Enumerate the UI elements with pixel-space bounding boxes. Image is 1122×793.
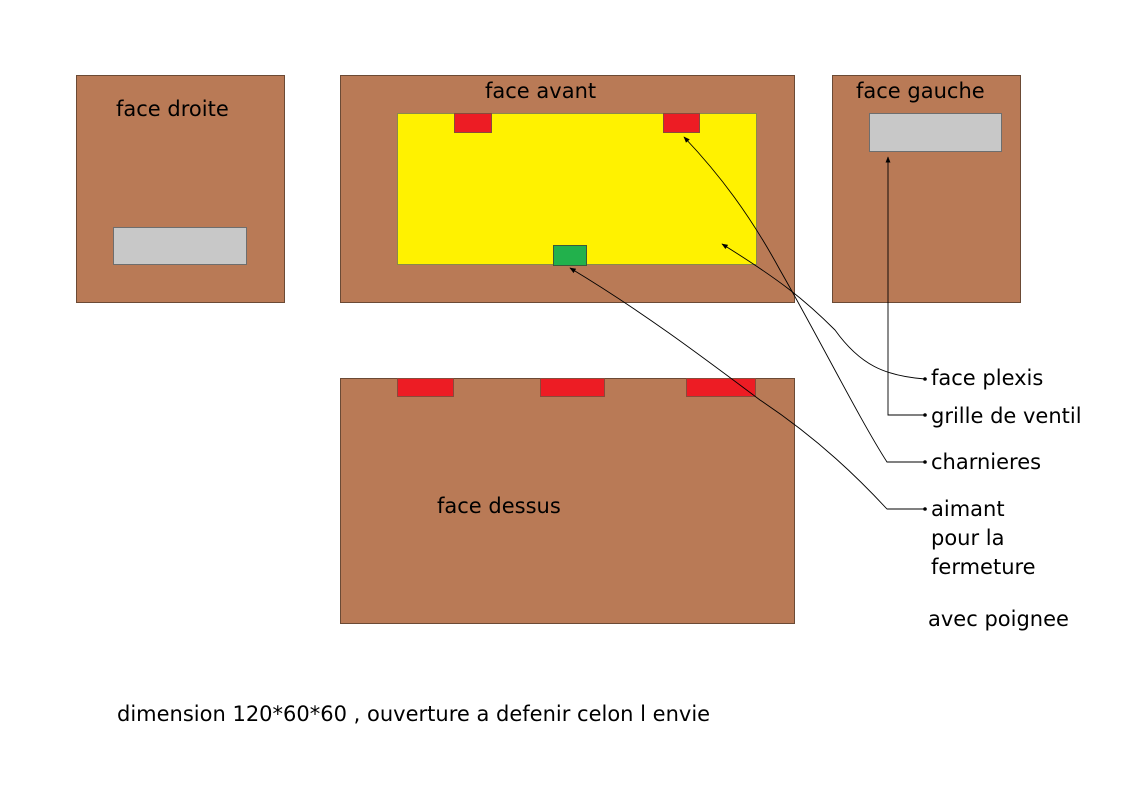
label-charnieres: charnieres: [931, 450, 1042, 474]
panel-face-droite: [76, 75, 285, 303]
panel-face-dessus: [340, 378, 795, 624]
magnet: [553, 245, 587, 266]
hinge-front-left: [454, 113, 492, 133]
label-aimant-line3: fermeture: [931, 555, 1036, 579]
panel-title-face-dessus: face dessus: [437, 494, 561, 518]
leader-aimant: [569, 267, 925, 510]
label-aimant-line2: pour la: [931, 526, 1005, 550]
hinge-top-1: [397, 378, 454, 397]
hinge-front-right: [663, 113, 700, 133]
leader-face-plexis: [721, 243, 926, 380]
dot-charnieres: [923, 460, 927, 464]
dot-grille-ventil: [923, 413, 927, 417]
grille-ventil-left: [869, 113, 1002, 152]
label-face-plexis: face plexis: [931, 366, 1044, 390]
leader-charnieres: [683, 136, 925, 463]
label-aimant-line1: aimant: [931, 497, 1005, 521]
label-grille-ventil: grille de ventil: [931, 404, 1082, 428]
hinge-top-3: [686, 378, 756, 397]
panel-title-face-avant: face avant: [485, 79, 597, 103]
dot-face-plexis: [923, 377, 927, 381]
dot-aimant: [923, 507, 927, 511]
label-poignee: avec poignee: [928, 607, 1069, 631]
label-aimant: aimant pour la fermeture: [931, 495, 1036, 582]
leader-grille-ventil: [885, 156, 925, 416]
panel-title-face-gauche: face gauche: [856, 79, 985, 103]
hinge-top-2: [540, 378, 605, 397]
caption-dimensions: dimension 120*60*60 , ouverture a defeni…: [117, 702, 711, 726]
grille-ventil-right: [113, 227, 247, 265]
panel-title-face-droite: face droite: [116, 97, 229, 121]
